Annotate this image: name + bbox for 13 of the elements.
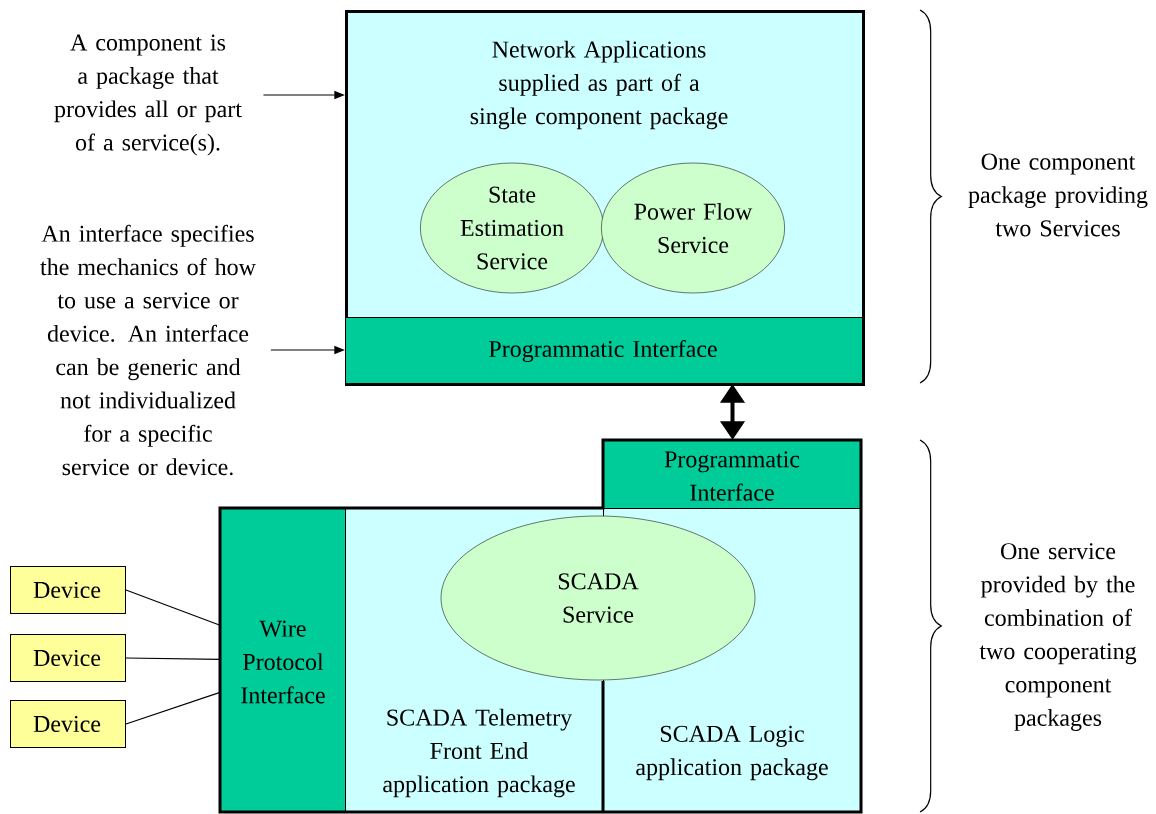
note-text: An interface specifies the mechanics of how to use a service or device. An interface can be generic and not individualized for a specific service or device. [40, 224, 256, 476]
device-box: Device [10, 634, 126, 682]
brace-label: One component package providing two Services [968, 153, 1148, 237]
interface-band: Wire Protocol Interface [220, 508, 346, 813]
interface-band: Programmatic Interface [345, 317, 863, 384]
connector-line [125, 691, 221, 725]
device-box: Device [10, 566, 126, 614]
note-text: A component is a package that provides all or part of a service(s). [54, 34, 242, 156]
brace-label: One service provided by the combination of two cooperating component packages [979, 543, 1137, 731]
interface-band: Programmatic Interface [603, 440, 862, 509]
device-box: Device [10, 700, 126, 748]
connector-line [125, 589, 221, 626]
connector-line [125, 657, 221, 660]
